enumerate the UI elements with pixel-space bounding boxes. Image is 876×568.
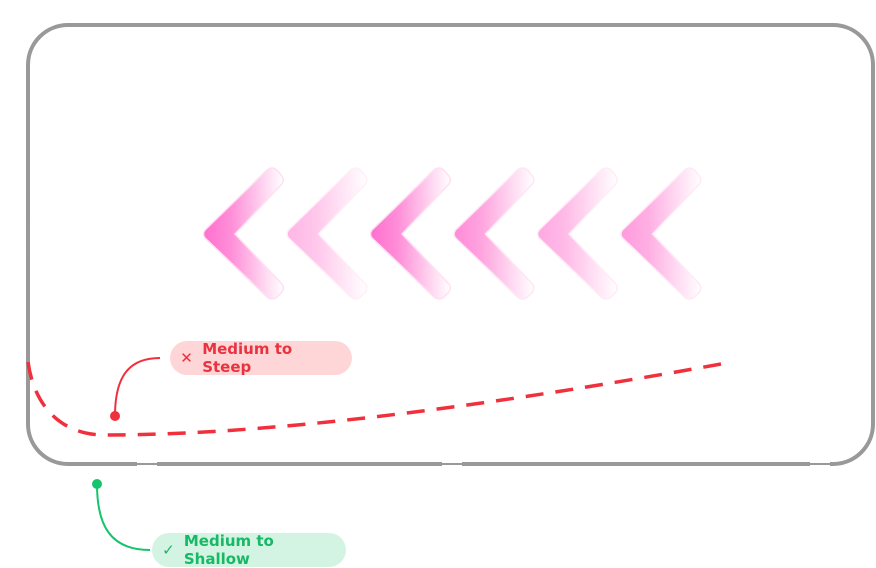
medium-to-shallow-badge: ✓ Medium to Shallow [152, 532, 346, 568]
frame-ticks [137, 461, 830, 467]
chevron-left-icon [369, 167, 452, 300]
check-icon: ✓ [162, 541, 175, 559]
shallow-connector [96, 483, 151, 551]
chevron-left-icon [620, 167, 702, 300]
chevron-left-icon [536, 167, 619, 300]
steep-connector [114, 357, 161, 417]
frame [26, 23, 875, 466]
chevron-left-icon [286, 167, 368, 300]
chevron-row [202, 167, 702, 300]
chevron-left-icon [202, 167, 285, 300]
medium-to-shallow-label: Medium to Shallow [183, 532, 274, 568]
x-icon: ✕ [180, 349, 193, 367]
steep-curve [26, 360, 733, 437]
medium-to-steep-label: Medium to Steep [202, 340, 293, 376]
chevron-left-icon [453, 167, 535, 300]
medium-to-steep-badge: ✕ Medium to Steep [170, 340, 352, 376]
shallow-point [92, 479, 102, 489]
steep-point [110, 411, 120, 421]
